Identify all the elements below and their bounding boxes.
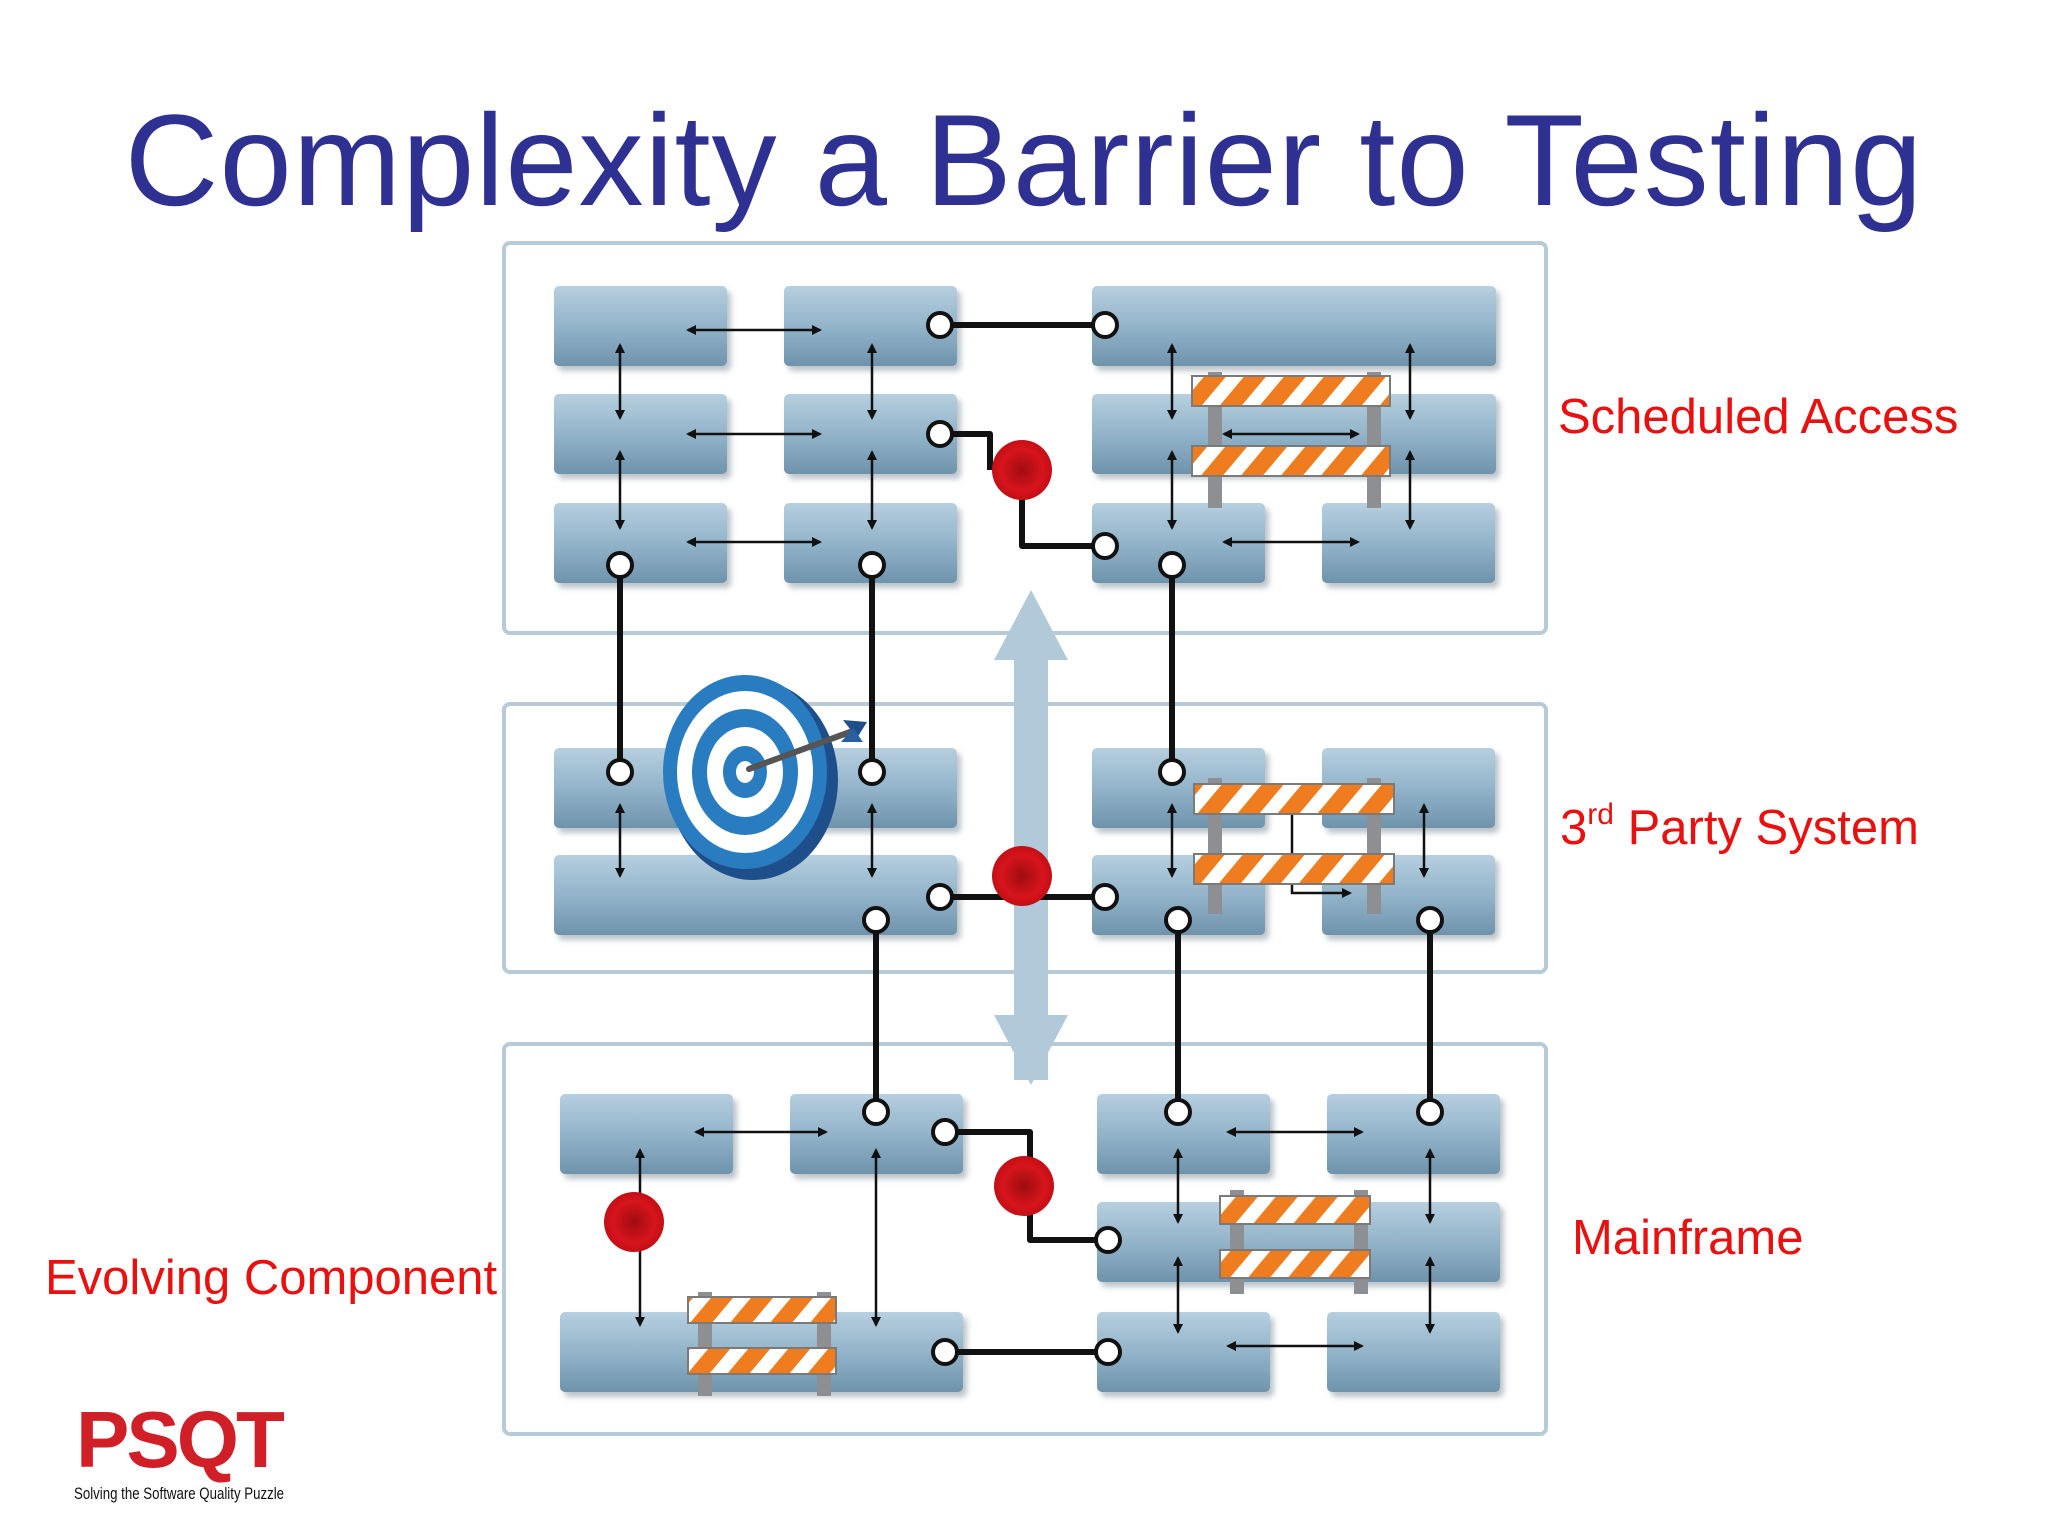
port xyxy=(1416,1098,1444,1126)
logo-mark: PSQT xyxy=(76,1395,285,1484)
port xyxy=(862,906,890,934)
construction-barrier-icon xyxy=(1193,778,1395,914)
node xyxy=(554,855,957,935)
label-third-party-sup: rd xyxy=(1587,798,1614,831)
node xyxy=(554,286,727,366)
component-nodes xyxy=(554,286,1500,1392)
port xyxy=(858,758,886,786)
connection-ports xyxy=(606,311,1444,1366)
connector-lines xyxy=(617,322,1433,1355)
node xyxy=(784,503,957,583)
port xyxy=(606,551,634,579)
label-third-party-prefix: 3 xyxy=(1560,801,1588,855)
node xyxy=(1092,503,1265,583)
double-arrow-icon xyxy=(1290,812,1352,898)
construction-barrier-icon xyxy=(1219,1190,1371,1294)
construction-barriers xyxy=(687,372,1395,1396)
label-third-party-rest: Party System xyxy=(1613,801,1919,855)
construction-barrier-icon xyxy=(1191,372,1391,508)
label-evolving-component: Evolving Component xyxy=(45,1251,498,1305)
port xyxy=(858,551,886,579)
slide-title: Complexity a Barrier to Testing xyxy=(124,87,1924,233)
node xyxy=(554,503,727,583)
red-dot-icon xyxy=(992,440,1052,500)
port xyxy=(1094,1338,1122,1366)
port xyxy=(1164,1098,1192,1126)
node xyxy=(554,394,727,474)
port xyxy=(1091,883,1119,911)
red-dot-icon xyxy=(992,846,1052,906)
port xyxy=(1091,532,1119,560)
port xyxy=(931,1338,959,1366)
port xyxy=(926,883,954,911)
port xyxy=(931,1118,959,1146)
port xyxy=(926,420,954,448)
port xyxy=(862,1098,890,1126)
target-with-dart-icon xyxy=(663,675,867,880)
node xyxy=(790,1094,963,1174)
label-mainframe: Mainframe xyxy=(1572,1211,1804,1265)
port xyxy=(1158,758,1186,786)
connector-line xyxy=(940,431,993,470)
node xyxy=(1092,286,1496,366)
node xyxy=(1097,1202,1500,1282)
red-blockers xyxy=(604,440,1054,1252)
port xyxy=(606,758,634,786)
node xyxy=(784,286,957,366)
node xyxy=(1327,1312,1500,1392)
label-third-party-system: 3rd Party System xyxy=(1560,800,1919,853)
red-dot-icon xyxy=(604,1192,664,1252)
node xyxy=(560,1094,733,1174)
node xyxy=(784,394,957,474)
node xyxy=(1097,1312,1270,1392)
port xyxy=(1094,1226,1122,1254)
node xyxy=(1322,503,1495,583)
double-arrow-icons xyxy=(615,325,1435,1351)
psqt-logo: PSQT Solving the Software Quality Puzzle xyxy=(70,1400,290,1510)
logo-tagline: Solving the Software Quality Puzzle xyxy=(74,1484,285,1503)
node xyxy=(1097,1094,1270,1174)
node xyxy=(1327,1094,1500,1174)
port xyxy=(1158,551,1186,579)
port xyxy=(1416,906,1444,934)
port xyxy=(1091,311,1119,339)
port xyxy=(926,311,954,339)
label-scheduled-access: Scheduled Access xyxy=(1558,390,1959,444)
red-dot-icon xyxy=(994,1156,1054,1216)
construction-barrier-icon xyxy=(687,1292,837,1396)
port xyxy=(1164,906,1192,934)
